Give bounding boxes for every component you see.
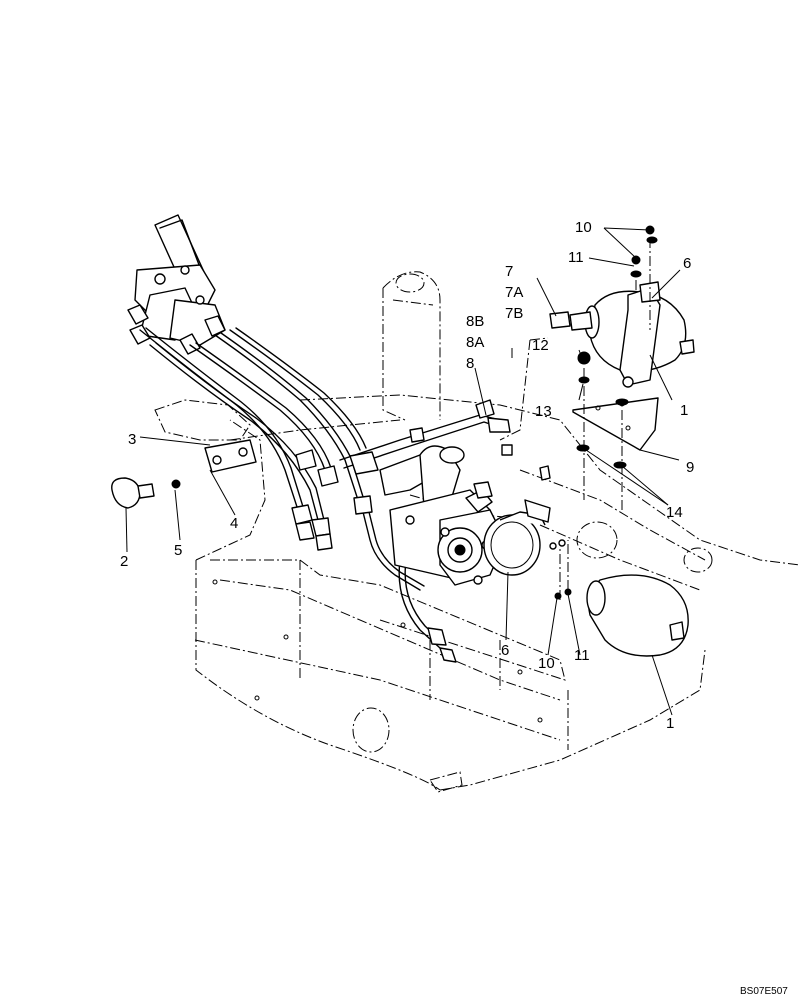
callout-12: 12 bbox=[532, 337, 549, 354]
callout-6-lower: 6 bbox=[501, 642, 509, 659]
leader-lines bbox=[125, 227, 681, 716]
callout-10-lower: 10 bbox=[538, 655, 555, 672]
callout-7b: 7B bbox=[505, 305, 523, 322]
callout-13: 13 bbox=[535, 403, 552, 420]
accumulator-lower bbox=[554, 574, 689, 657]
callout-10-upper: 10 bbox=[575, 219, 592, 236]
mounting-plate bbox=[572, 225, 659, 469]
hydraulic-pump bbox=[379, 445, 506, 586]
callout-6-upper: 6 bbox=[683, 255, 691, 272]
brake-pedal-valve bbox=[127, 214, 226, 355]
callout-4: 4 bbox=[230, 515, 238, 532]
callout-2: 2 bbox=[120, 553, 128, 570]
callout-8a: 8A bbox=[466, 334, 484, 351]
callout-5: 5 bbox=[174, 542, 182, 559]
callout-1-lower: 1 bbox=[666, 715, 674, 732]
accumulator-clamp-lower bbox=[483, 499, 566, 576]
hose-bracket bbox=[204, 439, 257, 473]
callout-8b: 8B bbox=[466, 313, 484, 330]
callout-8: 8 bbox=[466, 355, 474, 372]
callout-11-upper: 11 bbox=[568, 249, 584, 266]
upright-pillar bbox=[382, 271, 441, 421]
explosion-lines bbox=[499, 238, 651, 600]
accumulator-upper bbox=[549, 281, 695, 388]
callout-11-lower: 11 bbox=[574, 647, 590, 664]
callout-1-upper: 1 bbox=[680, 402, 688, 419]
callout-9: 9 bbox=[686, 459, 694, 476]
drawing-code: BS07E507 bbox=[740, 986, 788, 997]
callout-14: 14 bbox=[666, 504, 683, 521]
callout-7a: 7A bbox=[505, 284, 523, 301]
callout-7: 7 bbox=[505, 263, 513, 280]
hydraulic-hoses bbox=[139, 327, 457, 663]
callout-3: 3 bbox=[128, 431, 136, 448]
callout-labels: 10 11 6 7 7A 7B 8B 8A 8 12 13 1 9 14 3 4… bbox=[120, 219, 694, 732]
left-accumulator-item bbox=[111, 477, 181, 509]
small-fittings bbox=[501, 444, 551, 481]
